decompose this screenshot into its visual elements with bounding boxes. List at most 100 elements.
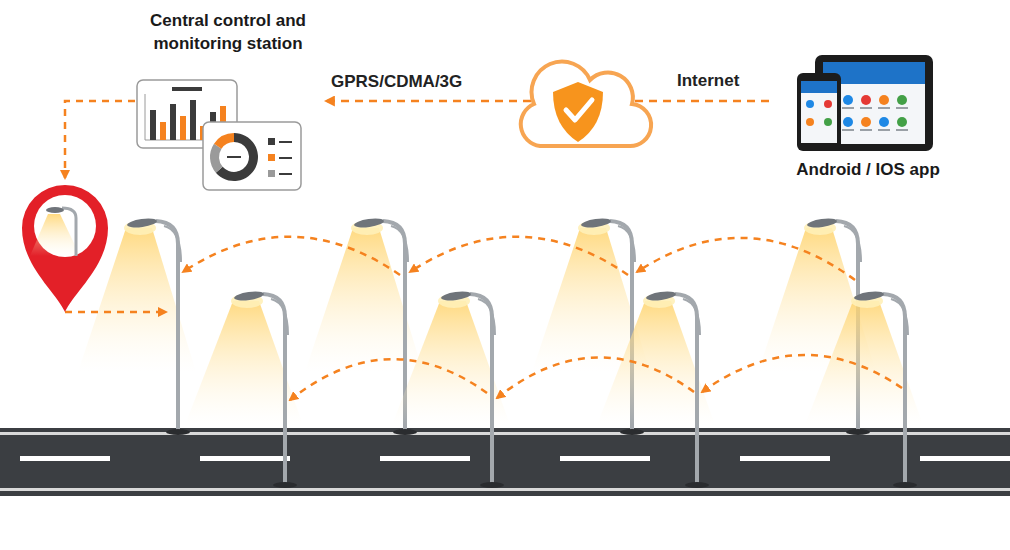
node-label: Android / IOS app [772, 159, 964, 182]
app-icon [806, 100, 814, 108]
location-pin [22, 185, 108, 312]
app-icon [824, 118, 832, 126]
signal-arc [183, 237, 400, 275]
pole-base [893, 482, 917, 488]
icon-caption [896, 107, 908, 109]
street-lamp [805, 290, 923, 488]
road [0, 428, 1010, 496]
app-icon [843, 95, 853, 105]
pin-body [22, 185, 108, 312]
lamp-arm [478, 299, 495, 335]
app-icon [861, 117, 871, 127]
device-illustration [797, 55, 933, 151]
app-icon [806, 118, 814, 126]
lamp-head [354, 217, 385, 229]
node-label: Central control and monitoring station [133, 10, 323, 56]
icon-caption [896, 129, 908, 131]
chart-bar [180, 116, 186, 140]
light-cone [30, 214, 80, 256]
cloud-icon [521, 62, 651, 147]
lamp-pole [62, 208, 76, 256]
road-edge-line [0, 488, 1010, 491]
chart-title-bar [172, 87, 202, 91]
donut-panel [203, 122, 301, 190]
shield [553, 82, 603, 142]
link-label: GPRS/CDMA/3G [328, 72, 465, 92]
signal-arc [410, 237, 628, 275]
lamp-head [581, 217, 612, 229]
chart-bar [170, 104, 176, 140]
screen-header [801, 81, 837, 93]
app-icon [879, 117, 889, 127]
pole-base [166, 429, 190, 435]
legend-square [268, 154, 275, 161]
donut-segment [214, 133, 234, 149]
lane-marking [560, 456, 650, 461]
signal-arc [702, 355, 902, 392]
pole-base [620, 429, 644, 435]
lamp-arm [683, 299, 700, 335]
lamp-head [234, 290, 265, 302]
lamp-head [127, 217, 158, 229]
lamp-pole [675, 294, 697, 485]
icon-caption [860, 129, 872, 131]
link-label: Internet [674, 71, 742, 91]
street-lamp [392, 290, 510, 488]
app-icon [897, 95, 907, 105]
lamp-head [441, 290, 472, 302]
leader-line [65, 101, 135, 178]
street-lamp [185, 290, 303, 488]
check-mark [566, 100, 592, 120]
chart-bar [190, 100, 196, 140]
cloud [521, 62, 651, 147]
legend-line [279, 157, 292, 159]
legend-square [268, 170, 275, 177]
lamp-pole [883, 294, 905, 485]
lamp-pole [263, 294, 285, 485]
pole-base [480, 482, 504, 488]
lamp-head [807, 217, 838, 229]
signal-arc [497, 357, 694, 398]
icon-caption [860, 107, 872, 109]
chart-bar [150, 110, 156, 140]
legend-line [279, 141, 292, 143]
lane-marking [200, 456, 290, 461]
legend-line [279, 173, 292, 175]
pole-base [846, 429, 870, 435]
street-lamp [597, 290, 715, 488]
app-node: Android / IOS app [772, 48, 964, 182]
lamp-head [854, 290, 885, 302]
pole-base [685, 482, 709, 488]
leader-line [65, 311, 166, 314]
lamp-arm [164, 226, 181, 262]
lane-marking [740, 456, 830, 461]
icon-caption [878, 129, 890, 131]
lamp-head [646, 290, 677, 302]
phone-screen [801, 81, 837, 143]
phone [797, 73, 841, 151]
lamp-arm [891, 299, 908, 335]
legend-square [268, 138, 275, 145]
monitor-illustration [137, 80, 301, 190]
pole-base [273, 482, 297, 488]
lamp-arm [391, 226, 408, 262]
donut-mark [227, 156, 241, 158]
icon-caption [842, 107, 854, 109]
lane-marking [920, 456, 1010, 461]
lamp-arm [844, 226, 861, 262]
lamp-arm [618, 226, 635, 262]
signal-arc [637, 238, 855, 280]
app-icon [879, 95, 889, 105]
app-icon [861, 95, 871, 105]
icon-caption [878, 107, 890, 109]
chart-bar [160, 122, 166, 140]
chart-panel [137, 80, 237, 148]
station-node: Central control and monitoring station [133, 10, 323, 195]
lamp-pole [156, 221, 178, 432]
app-icon [824, 100, 832, 108]
lamp-arm [271, 299, 288, 335]
